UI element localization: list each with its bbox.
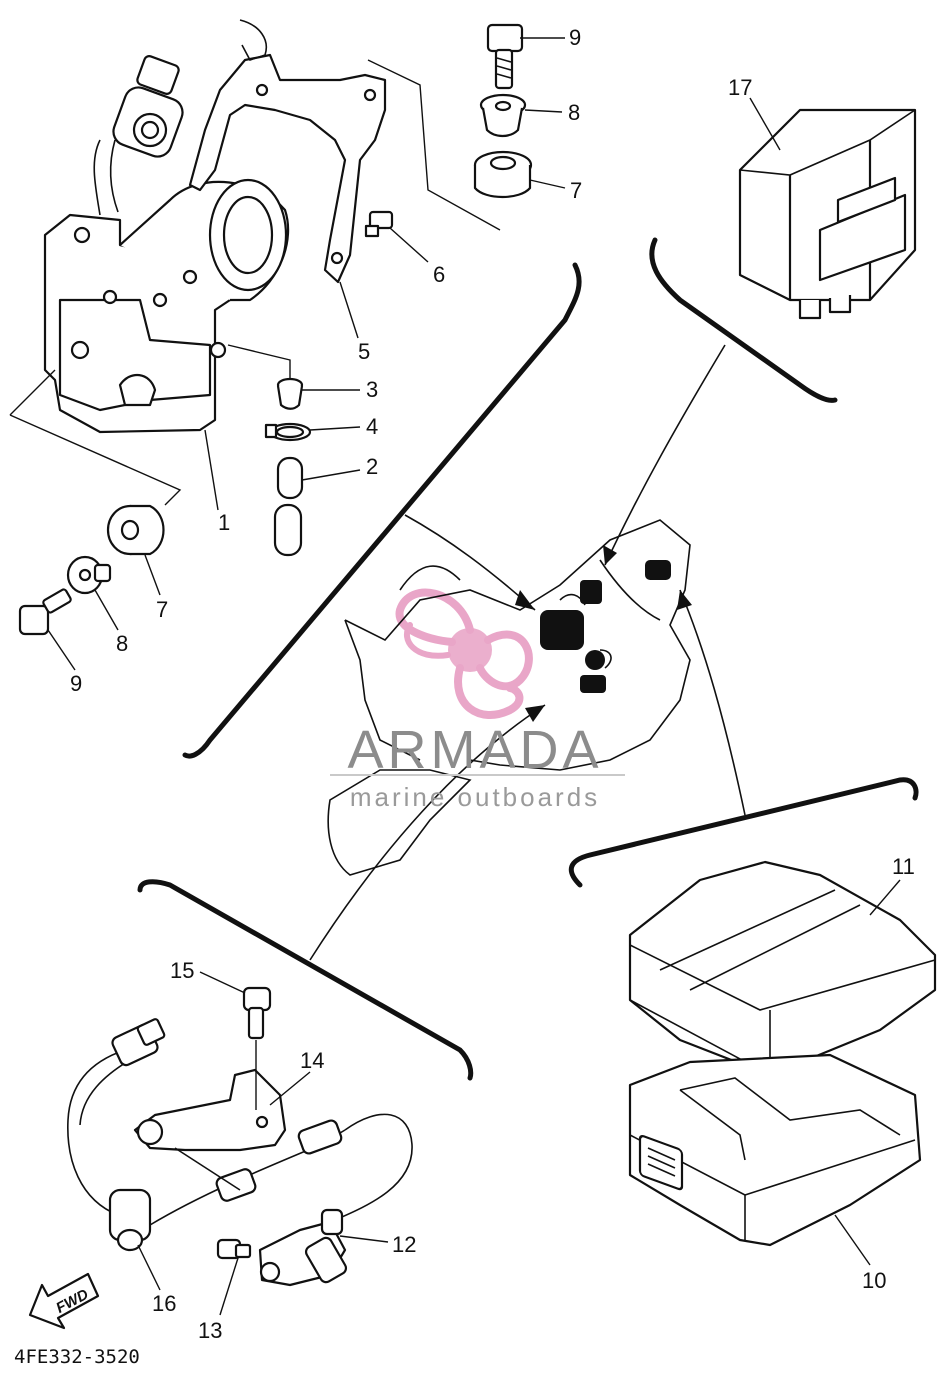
bolt-13 bbox=[216, 1238, 252, 1260]
control-unit-10 bbox=[628, 1053, 922, 1247]
bolt-9-lower bbox=[18, 588, 72, 636]
callout-4: 4 bbox=[366, 414, 378, 439]
collar-8-top bbox=[479, 93, 527, 138]
watermark: ARMADA marine outboards bbox=[330, 720, 625, 812]
callout-7-lower: 7 bbox=[156, 597, 168, 622]
location-arrows bbox=[309, 344, 746, 961]
hose-2 bbox=[273, 456, 304, 557]
fwd-arrow-icon: FWD bbox=[28, 1272, 100, 1330]
mounting-bracket bbox=[188, 19, 387, 284]
callout-7-top: 7 bbox=[570, 178, 582, 203]
relay-unit bbox=[738, 108, 917, 320]
motorcycle-outline bbox=[327, 519, 691, 876]
grommet-7-lower bbox=[106, 504, 165, 556]
callout-17: 17 bbox=[728, 75, 752, 100]
callout-numbers: 1 2 3 4 5 6 7 8 9 7 8 9 10 11 12 13 14 1… bbox=[70, 25, 915, 1343]
watermark-brand: ARMADA bbox=[347, 720, 602, 780]
cap-3 bbox=[276, 377, 304, 410]
armada-logo-icon bbox=[395, 588, 533, 719]
callout-9-lower: 9 bbox=[70, 671, 82, 696]
hose-clamp-4 bbox=[264, 422, 312, 442]
callout-leaders bbox=[47, 37, 901, 1316]
callout-8-lower: 8 bbox=[116, 631, 128, 656]
callout-11: 11 bbox=[892, 854, 915, 879]
wheel-sensor-assembly bbox=[67, 1018, 413, 1287]
callout-14: 14 bbox=[300, 1048, 324, 1073]
bolt-15 bbox=[242, 986, 272, 1110]
callout-12: 12 bbox=[392, 1232, 416, 1257]
callout-brackets bbox=[137, 237, 919, 1081]
callout-9-top: 9 bbox=[569, 25, 581, 50]
watermark-tagline: marine outboards bbox=[350, 782, 600, 812]
callout-16: 16 bbox=[152, 1291, 176, 1316]
callout-15: 15 bbox=[170, 958, 194, 983]
hydraulic-unit bbox=[43, 55, 290, 434]
bolt-6 bbox=[364, 210, 394, 238]
collar-8-lower bbox=[66, 555, 112, 595]
callout-8-top: 8 bbox=[568, 100, 580, 125]
grommet-7-top bbox=[473, 150, 533, 198]
callout-2: 2 bbox=[366, 454, 378, 479]
callout-1: 1 bbox=[218, 510, 230, 535]
callout-13: 13 bbox=[198, 1318, 222, 1343]
sensor-bracket-14 bbox=[133, 1068, 287, 1191]
diagram-part-number: 4FE332-3520 bbox=[14, 1346, 140, 1368]
control-unit-cover-11 bbox=[628, 860, 937, 1077]
bolt-9-top bbox=[486, 23, 524, 90]
callout-10: 10 bbox=[862, 1268, 886, 1293]
callout-3: 3 bbox=[366, 377, 378, 402]
callout-5: 5 bbox=[358, 339, 370, 364]
callout-6: 6 bbox=[433, 262, 445, 287]
